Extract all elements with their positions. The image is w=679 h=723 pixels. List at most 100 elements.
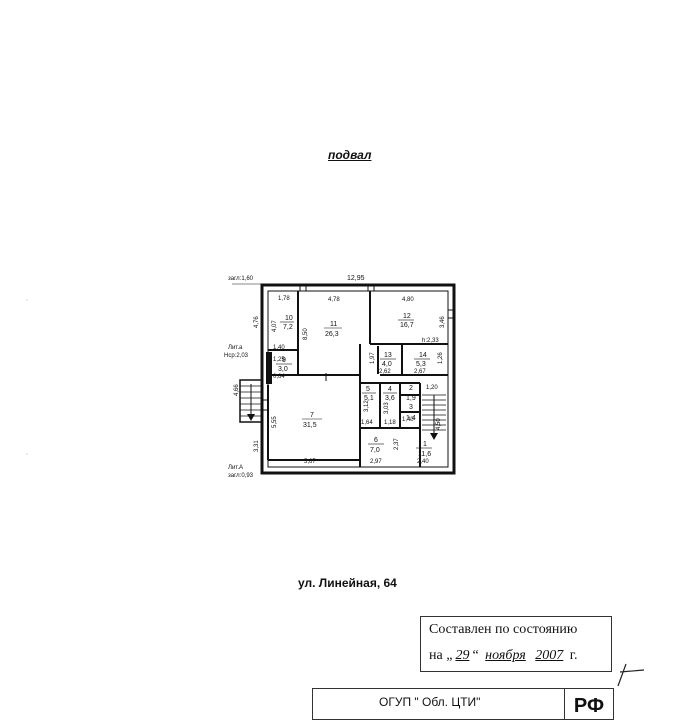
dim-1-64: 1,64 (361, 420, 373, 426)
dim-1-26: 1,26 (438, 352, 444, 364)
dim-1-97: 1,97 (370, 352, 376, 364)
room-1: 1 11,6 (416, 441, 432, 458)
room-number: 10 (285, 315, 293, 322)
room-14: 14 5,3 (414, 352, 430, 368)
label-lit-a-upper: Лит.а (228, 345, 243, 351)
vestibule (266, 352, 272, 384)
room-number: 3 (409, 404, 413, 411)
stamp-suffix: г. (569, 648, 578, 663)
room-number: 9 (282, 357, 286, 364)
dim-0-64: 0,64 (273, 374, 285, 380)
dim-1-25: 1,25 (273, 357, 285, 363)
stair-arrowhead-right (430, 433, 438, 440)
dim-2-62: 2,62 (379, 369, 391, 375)
room-area: 7,0 (370, 447, 380, 454)
label-top-left-mark: загл:1,60 (228, 276, 254, 282)
room-area: 3,0 (278, 366, 288, 373)
room-6: 6 7,0 (368, 437, 384, 454)
room-area: 26,3 (325, 331, 339, 338)
label-bottom-mark: загл:0,93 (228, 473, 254, 479)
dim-4-66: 4,66 (234, 384, 240, 396)
dim-5-67: 5,67 (304, 459, 316, 465)
dim-4-07: 4,07 (272, 320, 278, 332)
dim-2-40: 2,40 (417, 459, 429, 465)
room-number: 7 (310, 412, 314, 419)
dim-1-20: 1,20 (426, 385, 438, 391)
room-7: 7 31,5 (302, 412, 322, 429)
room-12: 12 16,7 (398, 313, 414, 329)
room-area: 11,6 (418, 451, 431, 458)
stamp-title: Составлен по состоянию (429, 622, 578, 637)
address-label: ул. Линейная, 64 (298, 576, 397, 590)
dim-8-50: 8,50 (303, 328, 309, 340)
room-3: 3 1,4 (406, 404, 416, 422)
dim-4-80: 4,80 (402, 297, 414, 303)
room-area: 1,4 (406, 415, 416, 422)
room-area: 31,5 (303, 422, 317, 429)
room-13: 13 4,0 (380, 352, 396, 368)
dim-1-18: 1,18 (384, 420, 396, 426)
room-number: 13 (384, 352, 392, 359)
label-lit-a-lower: Лит.А (228, 465, 243, 471)
dim-4-76: 4,76 (254, 316, 260, 328)
room-5: 5 5,1 (362, 386, 376, 402)
organization-name: ОГУП " Обл. ЦТИ" (379, 695, 481, 709)
dim-2-37: 2,37 (394, 438, 400, 450)
dim-1-40-b: 1,40 (402, 417, 414, 423)
dim-2-67: 2,67 (414, 369, 426, 375)
dim-overall-width: 12,95 (347, 275, 365, 282)
wall-hatching (262, 285, 454, 411)
room-number: 6 (374, 437, 378, 444)
stamp-month: ноября (485, 648, 526, 663)
stamp-year: 2007 (535, 648, 564, 663)
dim-h-2-33: h:2,33 (422, 338, 439, 344)
room-area: 4,0 (382, 361, 392, 368)
room-4: 4 3,6 (383, 386, 397, 402)
dim-4-78: 4,78 (328, 297, 340, 303)
dim-3-46: 3,46 (440, 316, 446, 328)
dim-3-31: 3,31 (254, 440, 260, 452)
stamp-quote-open: „ (446, 648, 453, 663)
room-area: 7,2 (283, 324, 293, 331)
room-2: 2 1,9 (406, 385, 416, 402)
room-area: 1,9 (406, 395, 416, 402)
room-number: 5 (366, 386, 370, 393)
room-number: 2 (409, 385, 413, 392)
room-number: 1 (423, 441, 427, 448)
room-number: 14 (419, 352, 427, 359)
scan-mark: ◦ (26, 452, 29, 458)
stamp-date: на „29“ ноября 2007 г. (429, 648, 577, 664)
outer-wall (260, 283, 456, 475)
dim-1-40: 1,40 (273, 345, 285, 351)
dim-3-03: 3,03 (384, 402, 390, 414)
room-9: 9 3,0 (276, 357, 292, 373)
organization-code: РФ (564, 689, 613, 719)
dim-5-55: 5,55 (272, 416, 278, 428)
dim-1-78: 1,78 (278, 296, 290, 302)
stamp-day: 29 (455, 648, 470, 663)
room-number: 4 (388, 386, 392, 393)
room-area: 16,7 (400, 322, 414, 329)
room-10: 10 7,2 (280, 315, 294, 331)
stair-annex (239, 379, 263, 423)
stair-arrowhead-left (247, 414, 255, 421)
room-area: 5,3 (416, 361, 426, 368)
room-area: 3,6 (385, 395, 395, 402)
room-11: 11 26,3 (324, 321, 342, 338)
dim-2-97: 2,97 (370, 459, 382, 465)
status-stamp: Составлен по состоянию на „29“ ноября 20… (420, 616, 612, 672)
signature (617, 663, 645, 687)
stamp-quote-close: “ (472, 648, 479, 663)
label-height-mark: Нср:2,03 (224, 353, 249, 359)
interior-walls (267, 291, 448, 467)
room-number: 11 (330, 321, 337, 328)
dim-3-12: 3,12 (364, 400, 370, 412)
room-area: 5,1 (364, 395, 374, 402)
organization-box: ОГУП " Обл. ЦТИ" РФ (312, 688, 614, 720)
room-number: 12 (403, 313, 411, 320)
stamp-prefix: на (429, 648, 443, 663)
floor-title: подвал (328, 148, 372, 162)
scan-mark: ◦ (26, 298, 29, 304)
dim-4-50: 4,50 (436, 418, 442, 430)
